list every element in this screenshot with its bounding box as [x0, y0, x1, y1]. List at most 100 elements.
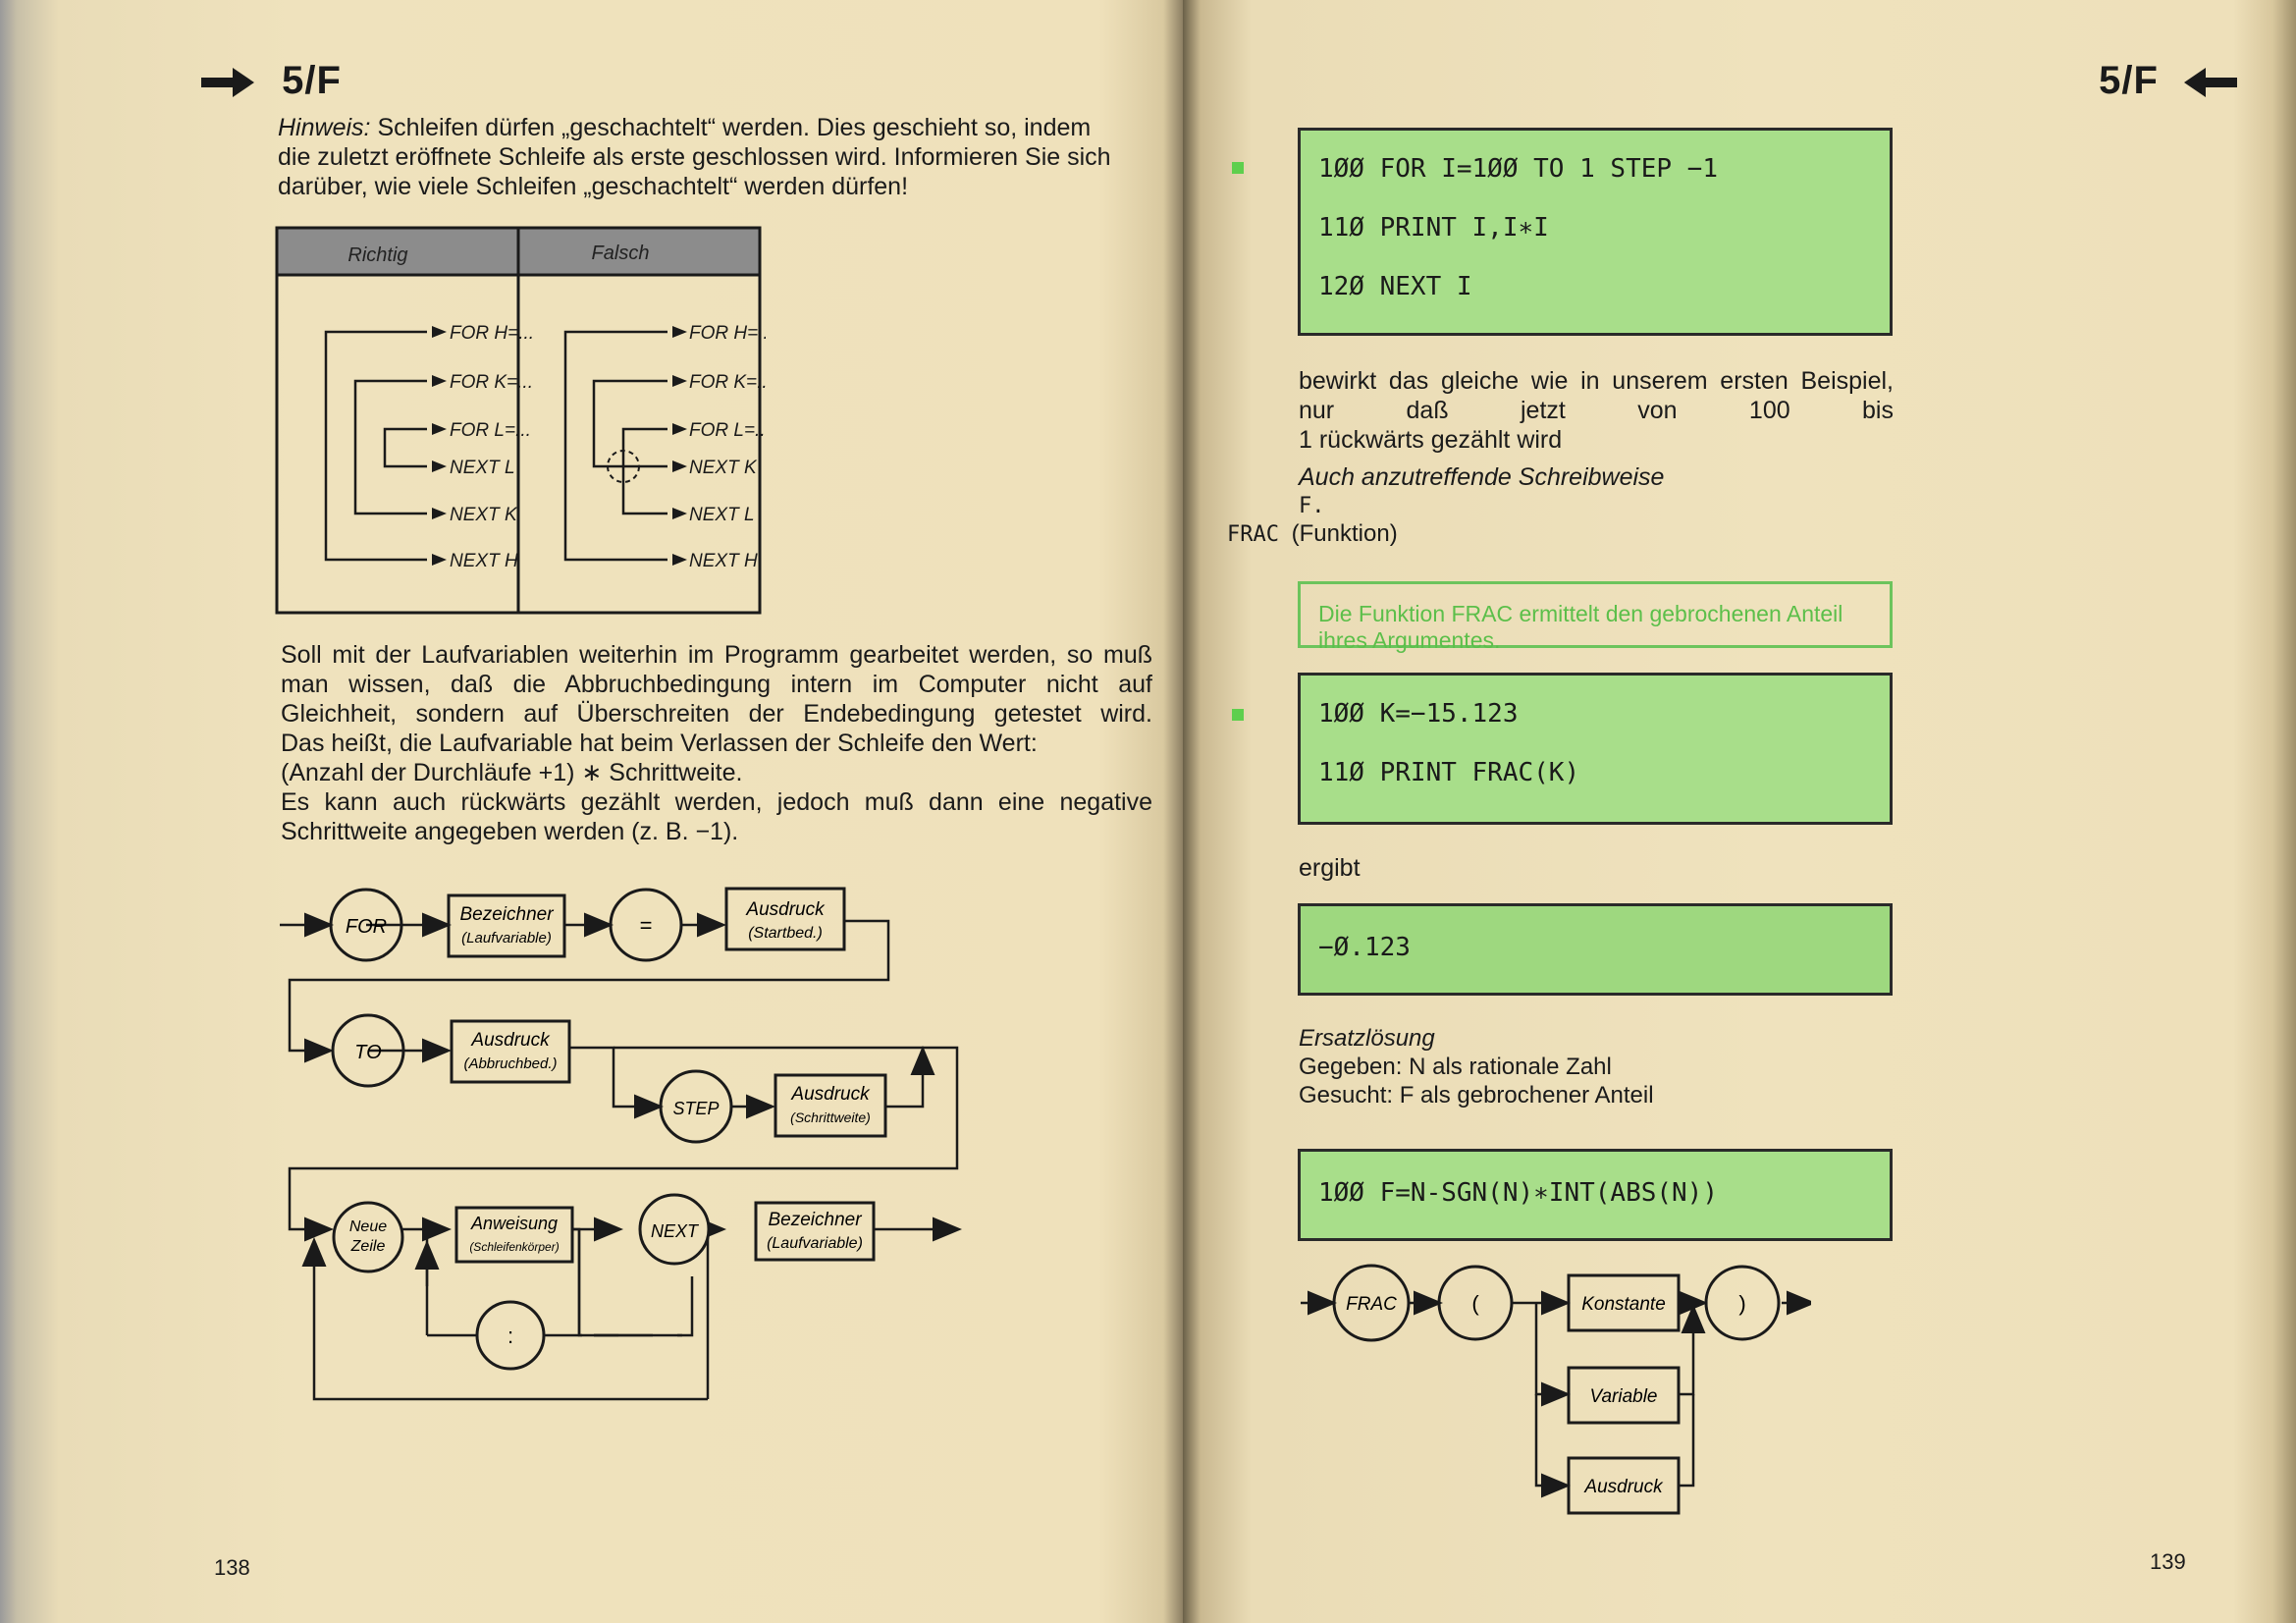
code-block-1: 1ØØ FOR I=1ØØ TO 1 STEP −1 11Ø PRINT I,I… — [1298, 128, 1893, 336]
code2-line-1: 1ØØ K=−15.123 — [1318, 699, 1519, 729]
frac-variable-label: Variable — [1589, 1386, 1657, 1407]
node-for-label: FOR — [346, 916, 387, 938]
bez2-label: Bezeichner — [768, 1210, 862, 1230]
result-value: −Ø.123 — [1318, 933, 1411, 962]
ausdr1-sub: (Startbed.) — [748, 925, 823, 942]
right-page: 5/F 1ØØ FOR I=1ØØ TO 1 STEP −1 11Ø PRINT… — [1183, 0, 2296, 1623]
frac-ausdruck-label: Ausdruck — [1583, 1477, 1664, 1497]
ausdr1-label: Ausdruck — [745, 899, 826, 920]
frac-definition-text: Die Funktion FRAC ermittelt den gebroche… — [1318, 601, 1843, 653]
falsch-label-4: NEXT K — [689, 458, 758, 478]
ersatz-label: Ersatzlösung — [1299, 1025, 1435, 1052]
frac-keyword: FRAC — [1227, 522, 1279, 547]
text-block-1: bewirkt das gleiche wie in unserem erste… — [1299, 366, 1894, 521]
richtig-label-4: NEXT L — [450, 458, 515, 478]
node-colon: : — [475, 1300, 546, 1371]
code-block-2: 1ØØ K=−15.123 11Ø PRINT FRAC(K) — [1298, 673, 1893, 825]
falsch-label-3: FOR L=... — [689, 420, 766, 441]
col-richtig: Richtig — [347, 244, 407, 266]
bullet-marker-2 — [1232, 709, 1244, 721]
falsch-labels: FOR H=... FOR K=... FOR L=... NEXT K NEX… — [689, 323, 766, 571]
frac-node-close: ) — [1704, 1265, 1781, 1341]
bez1-sub: (Laufvariable) — [461, 930, 552, 947]
falsch-label-2: FOR K=... — [689, 372, 766, 393]
falsch-brackets — [563, 330, 667, 562]
code3-line-1: 1ØØ F=N-SGN(N)∗INT(ABS(N)) — [1318, 1178, 1718, 1208]
ausdr3-sub: (Schrittweite) — [790, 1109, 871, 1125]
bez1-label: Bezeichner — [459, 904, 554, 925]
para-line-3: Gleichheit, sondern auf Überschreiten de… — [281, 700, 1152, 728]
text1-line-1: bewirkt das gleiche wie in unserem erste… — [1299, 367, 1894, 424]
para-line-7: Schrittweite angegeben werden (z. B. −1)… — [281, 818, 739, 845]
frac-node-close-label: ) — [1738, 1291, 1745, 1316]
neue-label: Neue — [349, 1218, 387, 1235]
richtig-brackets — [324, 330, 427, 562]
code1-line-3: 12Ø NEXT I — [1318, 272, 1472, 301]
code1-line-1: 1ØØ FOR I=1ØØ TO 1 STEP −1 — [1318, 154, 1718, 184]
richtig-label-1: FOR H=... — [450, 323, 534, 344]
richtig-label-5: NEXT K — [450, 505, 518, 525]
hinweis-label: Hinweis: — [278, 114, 371, 141]
for-syntax-diagram: FOR Bezeichner (Laufvariable) = Ausdruck… — [280, 887, 962, 1401]
richtig-label-2: FOR K=... — [450, 372, 533, 393]
left-page: 5/F Hinweis: Schleifen dürfen „geschacht… — [0, 0, 1183, 1623]
node-to-label: TO — [354, 1042, 381, 1063]
frac-node-konstante: Konstante — [1567, 1273, 1681, 1332]
frac-node-frac-label: FRAC — [1346, 1294, 1397, 1315]
code2-line-2: 11Ø PRINT FRAC(K) — [1318, 758, 1580, 787]
richtig-arrowheads — [432, 326, 447, 566]
node-bezeichner-1: Bezeichner (Laufvariable) — [447, 893, 566, 958]
paragraph-block: Soll mit der Laufvariablen weiterhin im … — [281, 640, 1152, 846]
hinweis-line-1: Schleifen dürfen „geschachtelt“ werden. … — [377, 114, 1092, 141]
ersatz-block: Ersatzlösung Gegeben: N als rationale Za… — [1299, 1024, 1654, 1109]
node-ausdruck-start: Ausdruck (Startbed.) — [724, 887, 846, 951]
anw-label: Anweisung — [470, 1214, 558, 1233]
frac-desc: (Funktion) — [1291, 520, 1398, 547]
page-number-right: 139 — [2150, 1549, 2186, 1574]
para-line-2: man wissen, daß die Abbruchbedingung int… — [281, 671, 1152, 698]
text1-line-2: 1 rückwärts gezählt wird — [1299, 426, 1563, 454]
node-to: TO — [331, 1013, 405, 1088]
result-box: −Ø.123 — [1298, 903, 1893, 996]
code-block-3: 1ØØ F=N-SGN(N)∗INT(ABS(N)) — [1298, 1149, 1893, 1241]
node-for: FOR — [329, 888, 403, 962]
para-line-4: Das heißt, die Laufvariable hat beim Ver… — [281, 730, 1038, 757]
nesting-table: Richtig Falsch FOR H=... FOR K=... FOR L… — [275, 226, 766, 615]
col-falsch: Falsch — [592, 243, 650, 264]
falsch-label-5: NEXT L — [689, 505, 755, 525]
ergibt-label: ergibt — [1299, 854, 1361, 882]
frac-syntax-diagram: FRAC ( Konstante Variable Ausdruck ) — [1301, 1264, 1811, 1515]
frac-node-open-label: ( — [1471, 1291, 1479, 1316]
bullet-marker-1 — [1232, 162, 1244, 174]
bez2-sub: (Laufvariable) — [767, 1235, 863, 1252]
richtig-label-6: NEXT H — [450, 551, 518, 571]
hinweis-block: Hinweis: Schleifen dürfen „geschachtelt“… — [278, 113, 1151, 201]
node-anweisung: Anweisung (Schleifenkörper) — [454, 1206, 574, 1264]
hinweis-line-3: darüber, wie viele Schleifen „geschachte… — [278, 173, 909, 200]
crosshair-icon — [604, 447, 643, 486]
code1-line-2: 11Ø PRINT I,I∗I — [1318, 213, 1549, 243]
anw-sub: (Schleifenkörper) — [469, 1240, 559, 1254]
para-line-1: Soll mit der Laufvariablen weiterhin im … — [281, 641, 1152, 669]
falsch-arrowheads — [672, 326, 687, 566]
gegeben-line: Gegeben: N als rationale Zahl — [1299, 1054, 1612, 1080]
falsch-label-6: NEXT H — [689, 551, 758, 571]
node-step: STEP — [659, 1069, 733, 1144]
falsch-label-1: FOR H=... — [689, 323, 766, 344]
hinweis-line-2: die zuletzt eröffnete Schleife als erste… — [278, 143, 1111, 171]
gesucht-line: Gesucht: F als gebrochener Anteil — [1299, 1082, 1654, 1109]
frac-node-frac: FRAC — [1332, 1264, 1411, 1342]
para-line-5: (Anzahl der Durchläufe +1) ∗ Schrittweit… — [281, 759, 743, 786]
para-line-6: Es kann auch rückwärts gezählt werden, j… — [281, 788, 1152, 816]
node-equals-label: = — [640, 913, 653, 938]
auch-value: F. — [1299, 494, 1325, 518]
frac-heading: FRAC (Funktion) — [1227, 520, 1398, 548]
richtig-label-3: FOR L=... — [450, 420, 531, 441]
frac-node-open: ( — [1437, 1265, 1514, 1341]
node-step-label: STEP — [672, 1099, 719, 1118]
zeile-label: Zeile — [350, 1238, 386, 1255]
left-header: 5/F — [201, 59, 342, 103]
node-neue-zeile: Neue Zeile — [332, 1201, 404, 1273]
richtig-labels: FOR H=... FOR K=... FOR L=... NEXT L NEX… — [450, 323, 534, 571]
frac-definition-box: Die Funktion FRAC ermittelt den gebroche… — [1298, 581, 1893, 653]
